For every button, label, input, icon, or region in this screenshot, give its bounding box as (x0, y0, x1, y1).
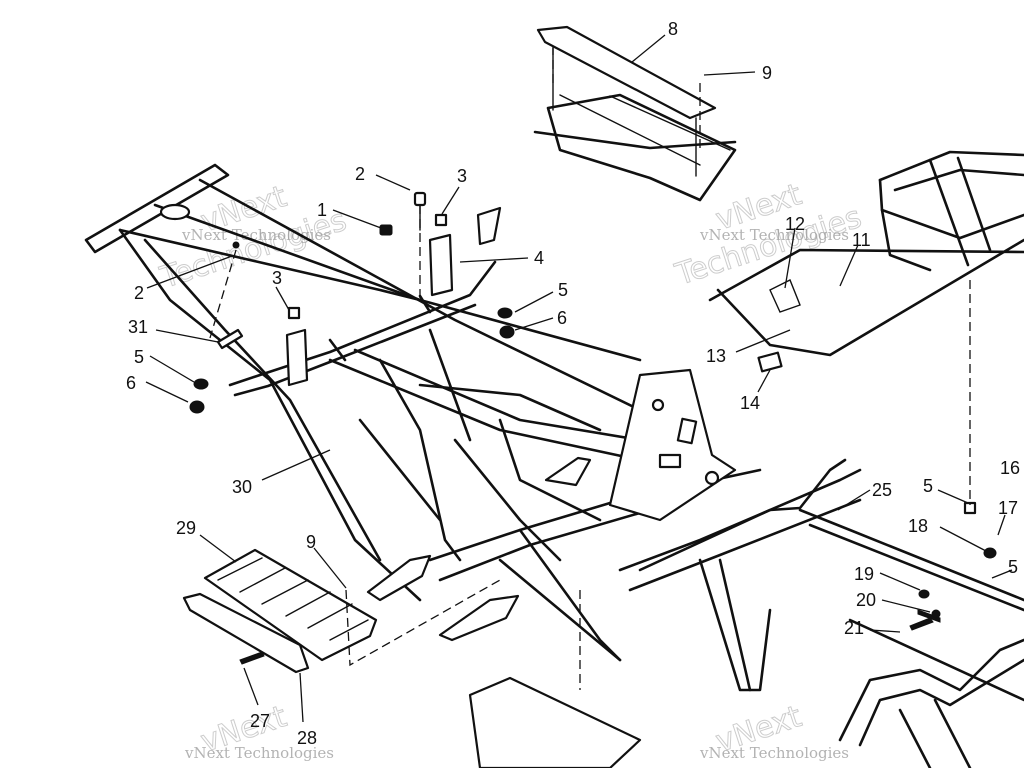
main-frame (84, 163, 1024, 768)
callout-5: 5 (923, 476, 933, 496)
callout-5: 5 (558, 280, 568, 300)
callout-30: 30 (232, 477, 252, 497)
callout-2: 2 (134, 283, 144, 303)
callout-14: 14 (740, 393, 760, 413)
callout-13: 13 (706, 346, 726, 366)
callout-9: 9 (306, 532, 316, 552)
callout-labels: 8 9 2 3 1 4 2 3 5 6 31 5 6 30 12 11 13 1… (126, 19, 1020, 748)
upper-bracket-part (533, 25, 737, 202)
callout-11: 11 (852, 230, 871, 250)
callout-1: 1 (317, 200, 327, 220)
callout-31: 31 (128, 317, 148, 337)
callout-6: 6 (126, 373, 136, 393)
rear-rack-part (708, 150, 1024, 373)
callout-16: 16 (1000, 458, 1020, 478)
callout-8: 8 (668, 19, 678, 39)
callout-21: 21 (844, 618, 864, 638)
callout-28: 28 (297, 728, 317, 748)
callout-18: 18 (908, 516, 928, 536)
leader-lines (145, 34, 1013, 723)
callout-5: 5 (1008, 557, 1018, 577)
watermark-text: vNext Technologies (184, 744, 334, 762)
footrest-part (182, 548, 378, 674)
callout-3: 3 (272, 268, 282, 288)
callout-29: 29 (176, 518, 196, 538)
fastener-hardware (189, 191, 997, 631)
callout-19: 19 (854, 564, 874, 584)
callout-4: 4 (534, 248, 544, 268)
callout-2: 2 (355, 164, 365, 184)
callout-5: 5 (134, 347, 144, 367)
callout-20: 20 (856, 590, 876, 610)
callout-6: 6 (557, 308, 567, 328)
callout-9: 9 (762, 63, 772, 83)
callout-3: 3 (457, 166, 467, 186)
callout-17: 17 (998, 498, 1018, 518)
watermark-text: vNext Technologies (699, 226, 849, 244)
watermark-text: vNext Technologies (699, 744, 849, 762)
callout-25: 25 (872, 480, 892, 500)
callout-12: 12 (785, 214, 805, 234)
callout-27: 27 (250, 711, 270, 731)
